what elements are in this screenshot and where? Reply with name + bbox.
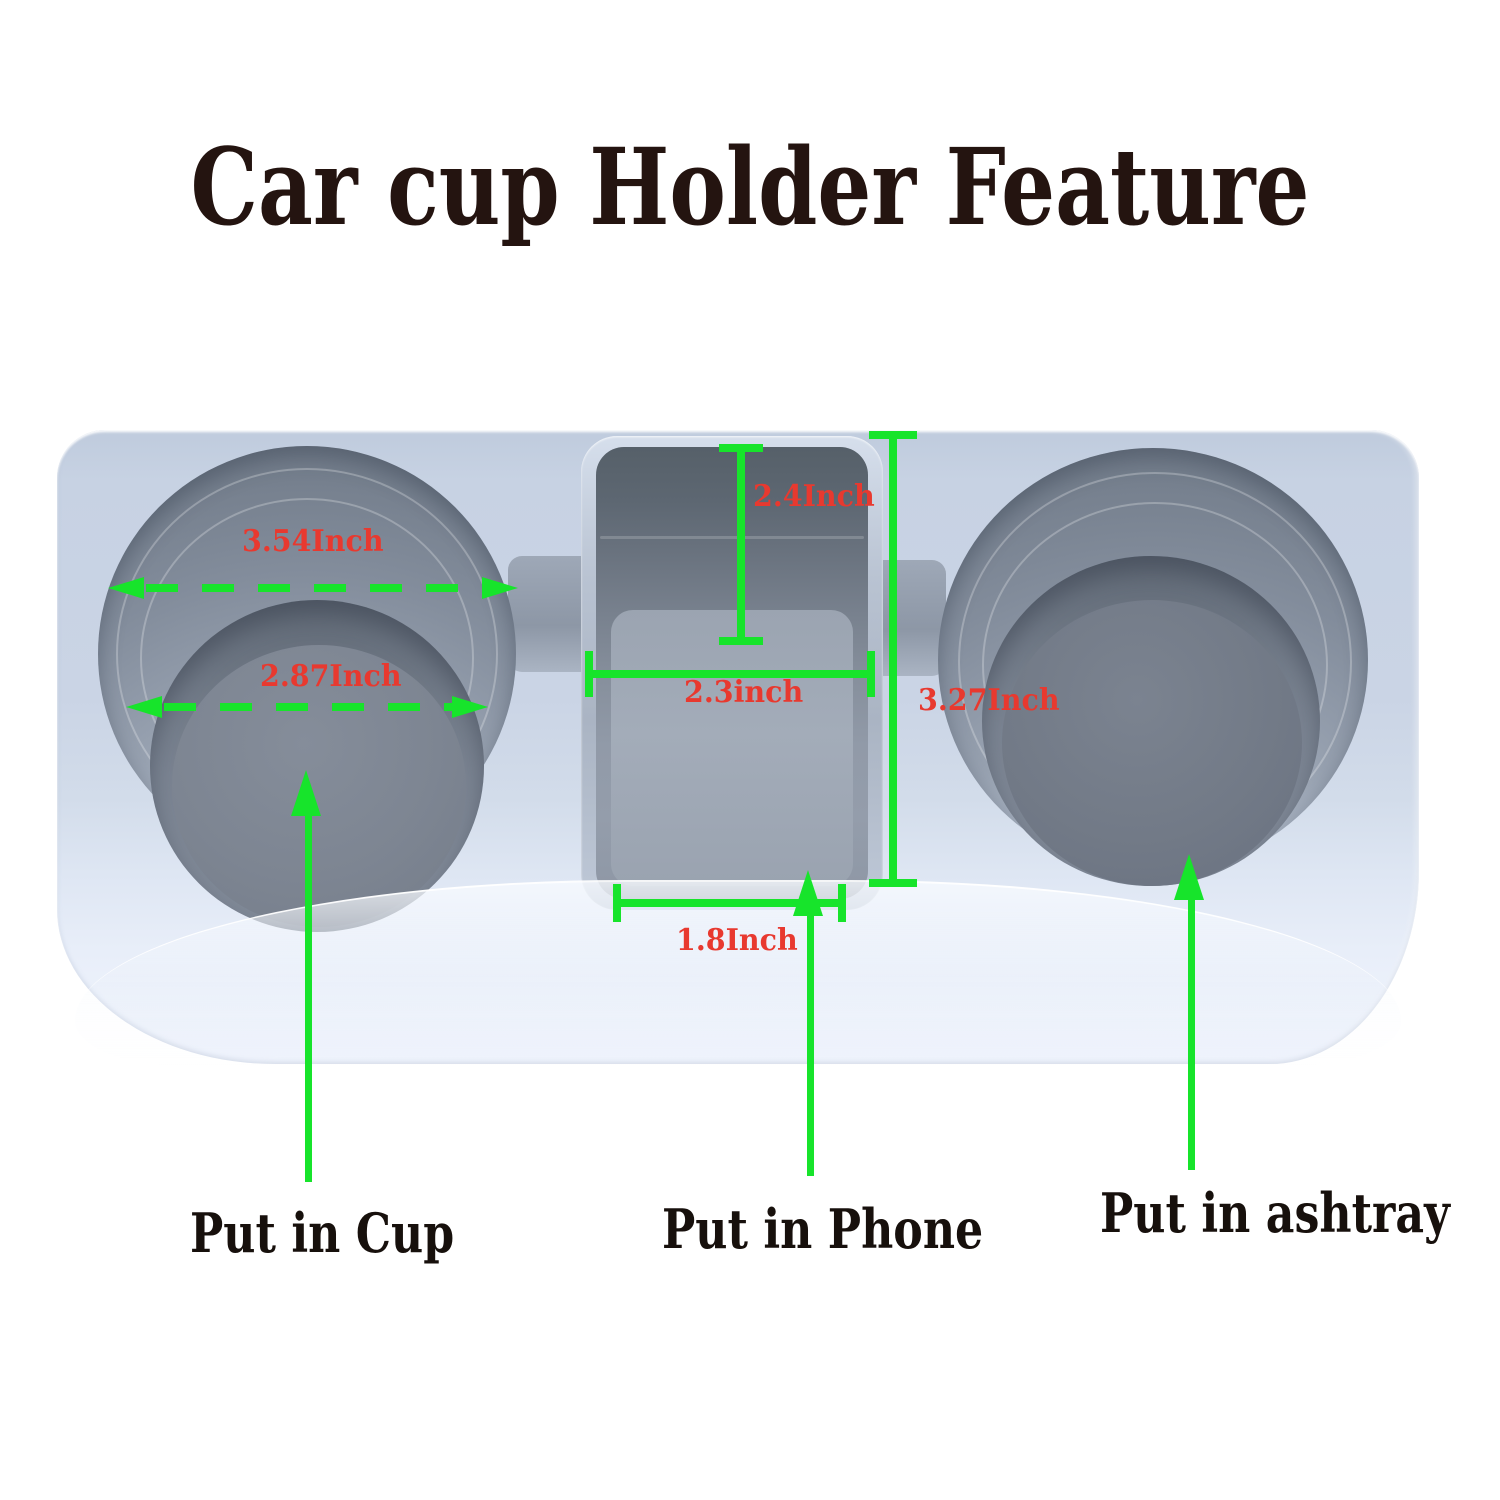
measurement-label: 2.3inch [684, 675, 804, 710]
callout-label-ashtray: Put in ashtray [1100, 1181, 1450, 1245]
arrowhead-left-icon [108, 577, 144, 599]
arrowhead-left-icon [126, 696, 162, 718]
dimension-cap [719, 637, 763, 645]
phone-slot-floor [611, 610, 853, 886]
measurement-label: 1.8Inch [676, 923, 798, 958]
measurement-label: 3.27Inch [918, 683, 1060, 718]
dimension-cap [838, 884, 846, 922]
dimension-line [164, 703, 452, 711]
measurement-label: 3.54Inch [242, 524, 384, 559]
phone-slot-ridge [600, 536, 864, 539]
arrowhead-up-icon [793, 870, 823, 916]
arrowhead-up-icon [291, 770, 321, 816]
measurement-label: 2.4Inch [753, 479, 875, 514]
ashtray-floor [1002, 600, 1302, 886]
arrowhead-right-icon [452, 696, 488, 718]
callout-arrow [807, 914, 814, 1176]
front-face-highlight [75, 880, 1401, 1066]
arrowhead-up-icon [1174, 854, 1204, 900]
dimension-cap [869, 879, 917, 887]
dimension-line [589, 670, 871, 678]
page-title: Car cup Holder Feature [190, 124, 1310, 249]
arrowhead-right-icon [482, 577, 518, 599]
dimension-cap [867, 651, 875, 697]
dimension-line [146, 584, 482, 592]
callout-label-phone: Put in Phone [662, 1197, 984, 1261]
callout-arrow [1188, 898, 1195, 1170]
callout-label-cup: Put in Cup [190, 1201, 455, 1265]
measurement-label: 2.87Inch [260, 659, 402, 694]
dimension-line [737, 448, 745, 645]
dimension-line [617, 899, 842, 907]
dimension-line [889, 435, 897, 887]
callout-arrow [305, 812, 312, 1182]
